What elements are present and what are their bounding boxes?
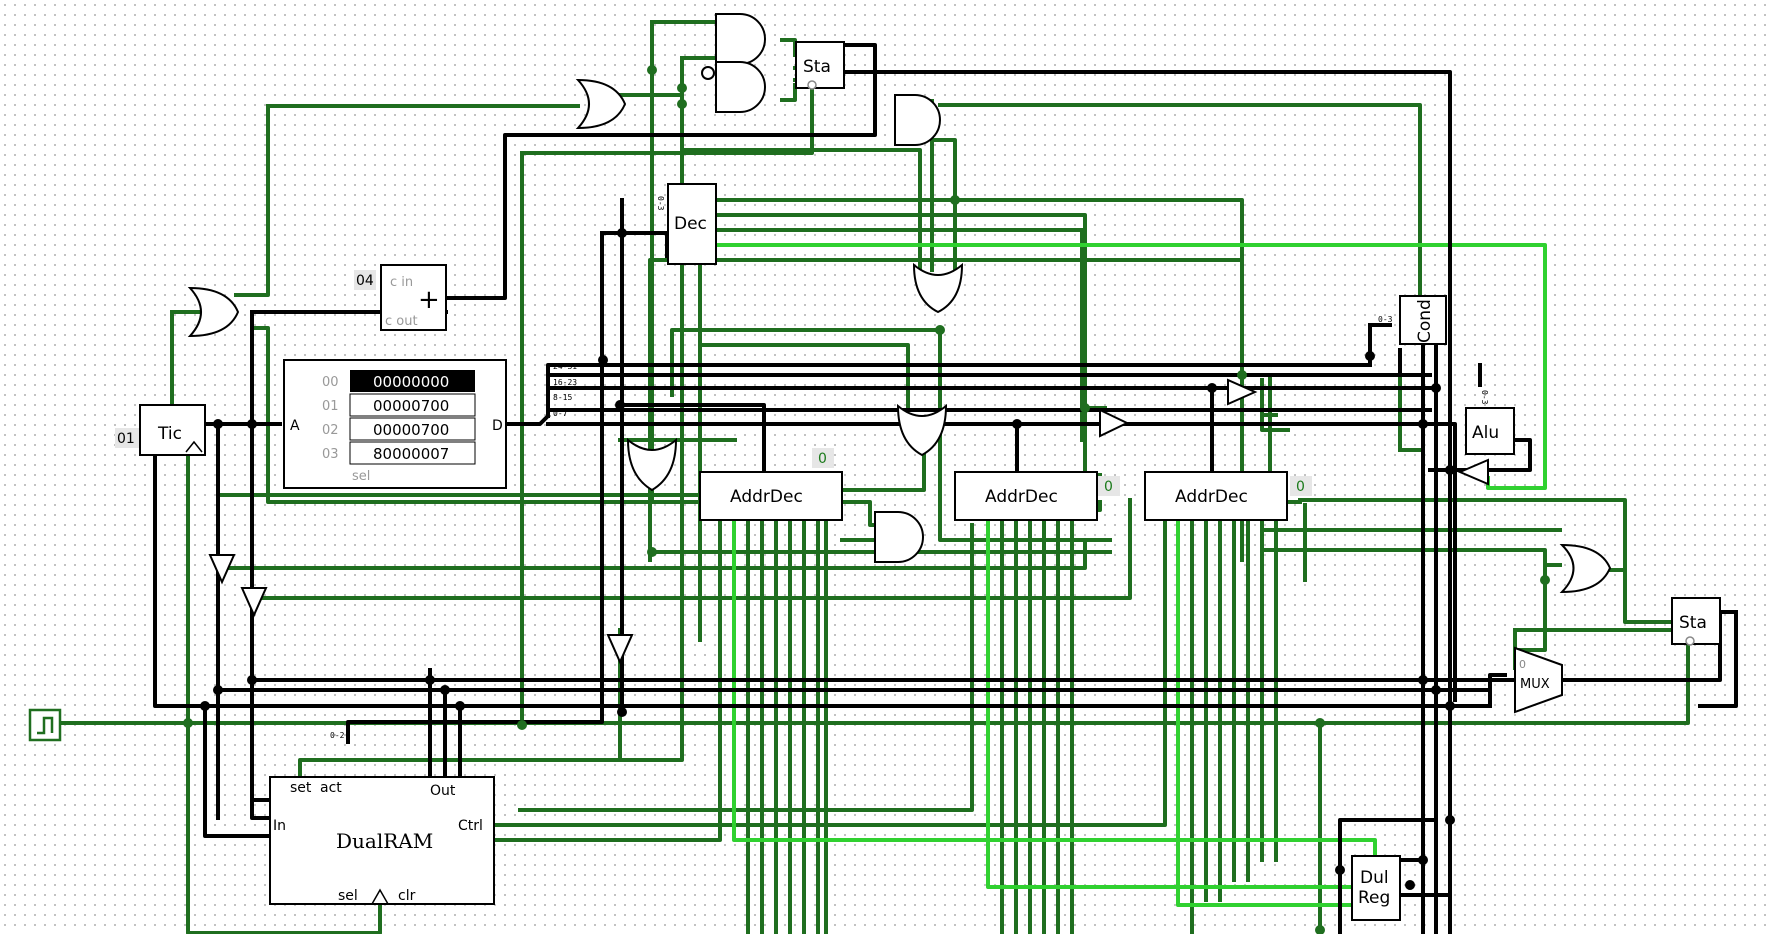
- alu-label: Alu: [1472, 423, 1499, 443]
- addrdec-1-box[interactable]: [699, 471, 843, 521]
- and-gate-middle[interactable]: [874, 511, 924, 563]
- buffer-down-3[interactable]: [606, 634, 634, 665]
- sta-right-box[interactable]: [1671, 597, 1721, 645]
- buffer-down-1[interactable]: [208, 554, 236, 585]
- dualram-act-pin: act: [320, 780, 342, 796]
- dul-reg-box[interactable]: [1351, 855, 1401, 921]
- ram-split-label: 0-2: [330, 731, 345, 740]
- tic-box[interactable]: [139, 404, 206, 456]
- rom-value-1: 00000700: [373, 397, 449, 415]
- and-gate-top-1[interactable]: [715, 13, 766, 65]
- or-gate-vertical-3[interactable]: [626, 437, 678, 492]
- rom-selected-row[interactable]: [350, 370, 475, 392]
- rom-sel-label: sel: [352, 469, 370, 484]
- alu-split-label: 0-3: [1480, 390, 1489, 405]
- dualram-label: DualRAM: [336, 829, 433, 853]
- rom-row-2[interactable]: [349, 417, 476, 441]
- dualram-set-pin: set: [290, 780, 312, 796]
- and-gate-right-top[interactable]: [894, 94, 941, 146]
- addrdec-3-box[interactable]: [1144, 471, 1288, 521]
- mux-shape[interactable]: [1514, 646, 1563, 714]
- addrdec-2-box[interactable]: [954, 471, 1098, 521]
- cond-label: Cond: [1415, 299, 1435, 343]
- rom-value-2: 00000700: [373, 421, 449, 439]
- split-label-4: 0-7: [553, 409, 568, 418]
- dualram-out-pin: Out: [430, 783, 456, 799]
- dualram-clock-edge-icon: [371, 888, 389, 905]
- tic-const-bg: [115, 428, 139, 448]
- addrdec-3-value: 0: [1296, 479, 1305, 495]
- or-gate-vertical-2[interactable]: [896, 403, 948, 457]
- addrdec-2-label: AddrDec: [985, 487, 1058, 507]
- dualram-box[interactable]: [269, 776, 495, 905]
- buffer-left-alu[interactable]: [1457, 458, 1489, 486]
- split-label-3: 8-15: [553, 393, 572, 402]
- dualram-clr-pin: clr: [398, 888, 416, 904]
- sta-right-label: Sta: [1679, 613, 1707, 633]
- addrdec-2-value-bg: [1098, 476, 1120, 496]
- adder-plus-icon: +: [418, 285, 440, 315]
- rom-addr-1: 01: [322, 399, 339, 414]
- rom-addr-3: 03: [322, 447, 339, 462]
- adder-box[interactable]: [380, 264, 447, 331]
- addrdec-3-value-bg: [1290, 476, 1312, 496]
- splitter-labels: 24-31 16-23 8-15 0-7 0-2 0-3 0-3: [330, 315, 1489, 740]
- dec-split-label: 0-3: [656, 196, 665, 211]
- tic-label: Tic: [157, 424, 182, 444]
- adder-cout-label: c out: [385, 314, 418, 329]
- mux-label: MUX: [1520, 677, 1550, 692]
- addrdec-2-value: 0: [1104, 479, 1113, 495]
- addrdec-1-value-bg: [812, 448, 834, 468]
- or-gate-vertical-1[interactable]: [912, 262, 964, 314]
- buffer-right-2[interactable]: [1227, 378, 1258, 406]
- or-gate-tic[interactable]: [187, 286, 240, 338]
- alu-box[interactable]: [1465, 407, 1515, 455]
- rom-value-0: 00000000: [373, 373, 449, 391]
- dualram-ctrl-pin: Ctrl: [458, 818, 483, 834]
- cond-split-label: 0-3: [1378, 315, 1393, 324]
- split-label-2: 16-23: [553, 378, 577, 387]
- junction-dots: [183, 65, 1550, 934]
- adder-const-bg: [354, 270, 376, 290]
- buffer-right-1[interactable]: [1099, 408, 1130, 438]
- mux-select-value: 0: [1519, 658, 1526, 671]
- rom-addr-2: 02: [322, 423, 339, 438]
- dul-reg-label-1: Dul: [1360, 868, 1389, 888]
- split-label-1: 24-31: [553, 362, 577, 371]
- adder-const: 04: [356, 273, 374, 289]
- addrdec-3-label: AddrDec: [1175, 487, 1248, 507]
- addrdec-1-value: 0: [818, 451, 827, 467]
- dualram-in-pin: In: [273, 818, 286, 834]
- rom-row-3[interactable]: [349, 441, 476, 465]
- clock-wave-icon: [37, 716, 54, 735]
- tic-const: 01: [117, 431, 135, 447]
- or-gate-right[interactable]: [1559, 543, 1612, 594]
- and-gate-top-2[interactable]: [715, 61, 766, 113]
- clock-edge-icon: [185, 440, 203, 453]
- inverter-bubble-icon: [701, 66, 715, 80]
- wires-black-bus: [153, 43, 1738, 934]
- sta-top-box[interactable]: [795, 41, 845, 89]
- adder-cin-label: c in: [390, 275, 413, 290]
- rom-row-1[interactable]: [349, 393, 476, 417]
- sta-top-label: Sta: [803, 57, 831, 77]
- dec-label: Dec: [674, 214, 707, 234]
- rom-value-3: 80000007: [373, 445, 449, 463]
- rom-pin-a: A: [290, 418, 300, 434]
- rom-pin-d: D: [492, 418, 503, 434]
- buffer-down-2[interactable]: [240, 587, 268, 618]
- sta-right-pin-icon: [1685, 636, 1695, 646]
- cond-box[interactable]: [1399, 295, 1447, 345]
- dec-box[interactable]: [667, 183, 717, 265]
- dul-reg-label-2: Reg: [1358, 888, 1390, 908]
- addrdec-1-label: AddrDec: [730, 487, 803, 507]
- rom-rows: 00 00000000 01 00000700 02 00000700 03 8…: [322, 370, 476, 465]
- dualram-sel-pin: sel: [338, 888, 358, 904]
- sta-top-pin-icon: [807, 80, 817, 90]
- or-gate-top[interactable]: [575, 78, 627, 130]
- rom-addr-0: 00: [322, 375, 339, 390]
